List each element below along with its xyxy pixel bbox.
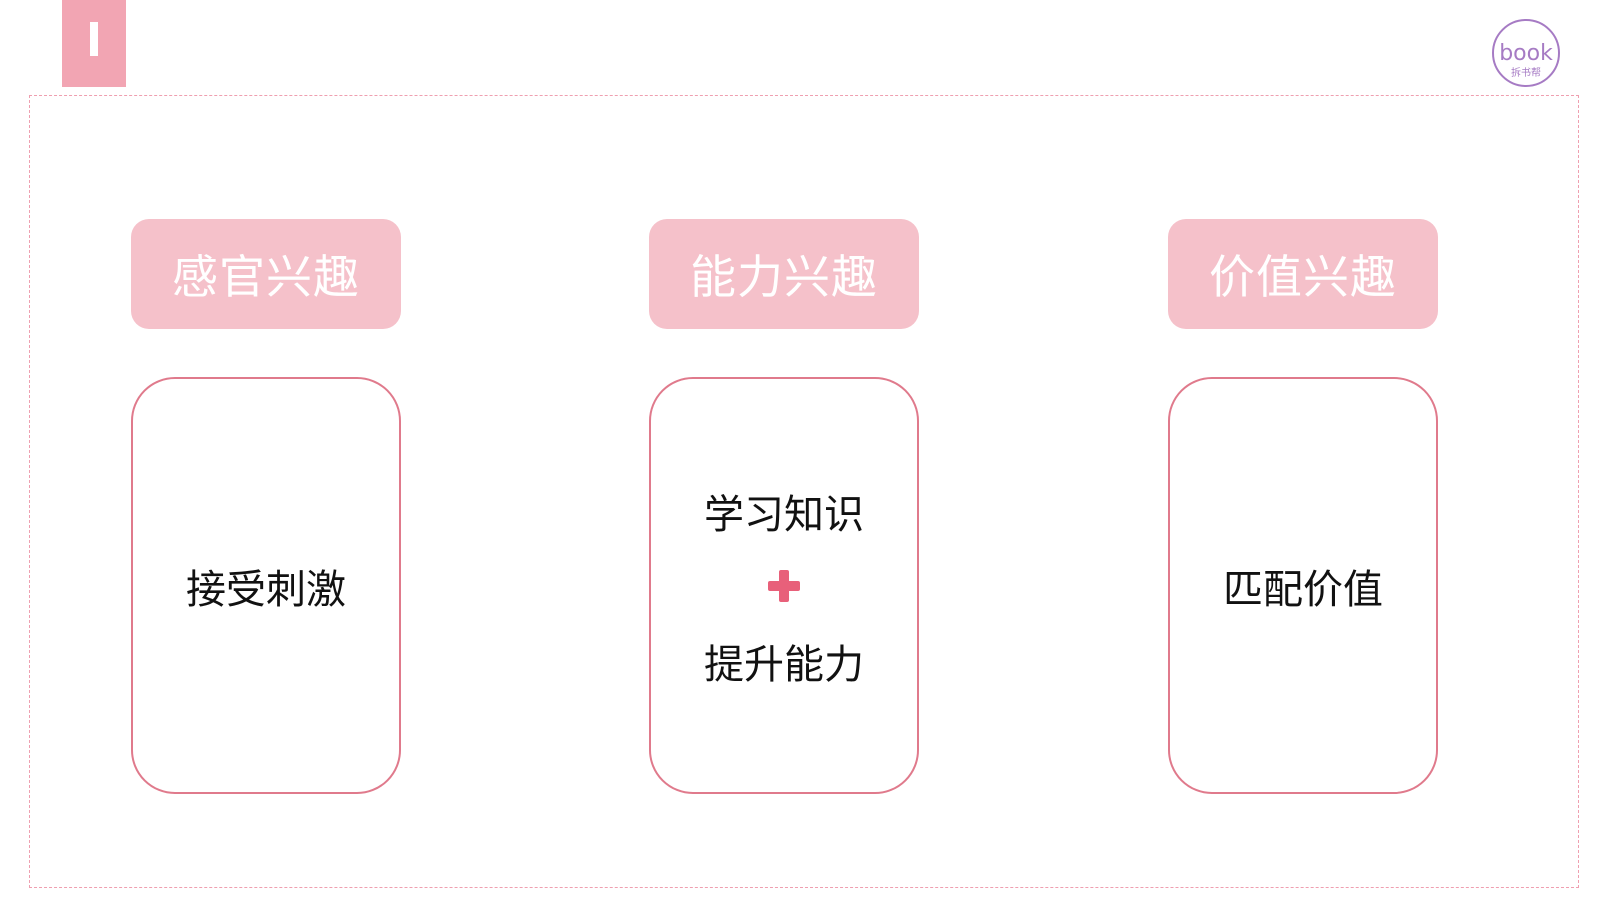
column-sensory: 感官兴趣 接受刺激 <box>131 219 401 794</box>
card-sensory: 接受刺激 <box>131 377 401 794</box>
content-frame <box>29 95 1579 888</box>
logo-text: book <box>1499 41 1553 66</box>
header-value-interest: 价值兴趣 <box>1168 219 1438 329</box>
column-ability: 能力兴趣 学习知识 提升能力 <box>649 219 919 794</box>
card-value: 匹配价值 <box>1168 377 1438 794</box>
column-value: 价值兴趣 匹配价值 <box>1168 219 1438 794</box>
book-logo-icon: book 拆书帮 <box>1492 19 1560 87</box>
header-sensory-interest: 感官兴趣 <box>131 219 401 329</box>
section-marker-bar <box>90 22 98 56</box>
card-text-improve-ability: 提升能力 <box>704 641 864 688</box>
section-marker <box>62 0 126 87</box>
card-text-accept-stimulus: 接受刺激 <box>186 566 346 613</box>
card-ability: 学习知识 提升能力 <box>649 377 919 794</box>
header-ability-interest: 能力兴趣 <box>649 219 919 329</box>
card-text-match-value: 匹配价值 <box>1223 566 1383 613</box>
logo-subtext: 拆书帮 <box>1511 66 1541 79</box>
card-text-learn-knowledge: 学习知识 <box>704 491 864 538</box>
plus-icon <box>768 569 800 602</box>
